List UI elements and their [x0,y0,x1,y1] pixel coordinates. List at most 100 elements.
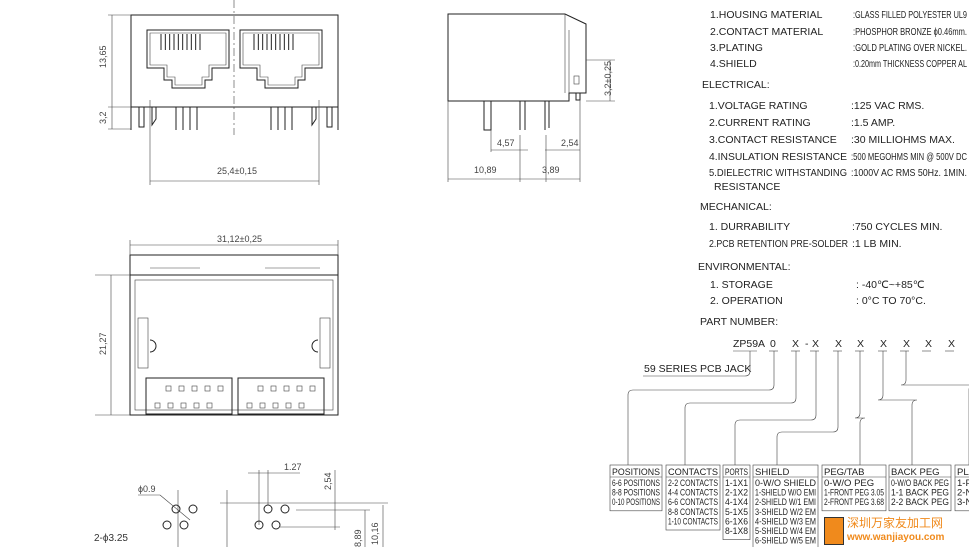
pin-hole [309,385,316,392]
spec-value: :GLASS FILLED POLYESTER UL9 [853,9,967,21]
specifications: MATERIAL 1.HOUSING MATERIAL :GLASS FILLED … [698,0,967,328]
pin-hole [296,385,303,392]
front-view: 13,65 3,2 25,4±0,15 [98,0,339,185]
dim-bottom-width: 31,12±0,25 [217,234,262,244]
dim-hole-dia: ϕ0.9 [138,484,156,494]
footprint-hole [188,504,198,514]
pin-hole [178,385,185,392]
side-view: 4,57 2,54 10,89 3,89 3,2±0,25 [447,13,615,182]
pin-hole [270,385,277,392]
spec-value: :125 VAC RMS. [851,100,924,112]
option-line: 2-1X2 [725,488,748,499]
part-code: X [948,338,955,350]
spec-label: 1.HOUSING MATERIAL [710,9,823,21]
option-line: 1-P [957,478,969,489]
pin-hole [217,385,224,392]
pin-hole [298,402,305,409]
option-line: 2-FRONT PEG 3.68 [824,497,884,508]
electrical-heading: ELECTRICAL: [702,79,770,91]
material-heading: MATERIAL [700,0,752,1]
spec-label: 1. STORAGE [710,279,773,291]
spec-value: :30 MILLIOHMS MAX. [851,134,955,146]
option-line: 8-1X8 [725,526,748,537]
pin-hole [285,402,292,409]
option-line: 4-1X4 [725,497,748,508]
option-box [665,464,721,531]
dim-side-d: 3,89 [542,165,560,175]
option-box [954,464,969,512]
watermark-logo-icon [824,517,844,545]
dim-side-a: 4,57 [497,138,515,148]
spec-value: : 0°C TO 70°C. [856,295,926,307]
option-line: 0-W/O PEG [824,478,874,489]
option-box [821,464,887,512]
spec-value: : -40℃~+85℃ [856,279,925,291]
pin-hole [257,385,264,392]
part-code: X [925,338,932,350]
part-code: 0 [770,338,776,350]
spec-label: 1.VOLTAGE RATING [709,100,808,112]
option-line: 5-SHIELD W/4 EM [755,526,816,537]
spec-label: 2.PCB RETENTION PRE-SOLDER [709,238,848,250]
dim-front-height: 13,65 [98,45,108,68]
dim-front-pin: 3,2 [98,111,108,124]
option-box-title: CONTACTS [668,467,718,478]
watermark-url: www.wanjiayou.com [847,532,945,543]
environmental-heading: ENVIRONMENTAL: [698,261,791,273]
pin-hole [167,402,174,409]
option-box-title: PLA [957,467,969,478]
bottom-view: 31,12±0,25 21,27 [95,234,339,416]
option-line: 4-SHIELD W/3 EM [755,516,816,527]
option-line: 6-6 POSITIONS [612,478,660,489]
option-line: 1-10 CONTACTS [668,516,718,527]
spec-value: :0.20mm THICKNESS COPPER AL [853,58,967,70]
part-code: X [835,338,842,350]
option-line: 6-6 CONTACTS [668,497,718,508]
footprint-hole [271,520,281,530]
option-line: 1-1 BACK PEG [891,488,949,499]
spec-label: 2.CURRENT RATING [709,117,811,129]
watermark: 深圳万家友加工网 www.wanjiayou.com [822,514,969,547]
option-line: 4-4 CONTACTS [668,488,718,499]
dim-row-pitch: 2,54 [323,472,333,490]
part-number-heading: PART NUMBER: [700,316,778,328]
spec-value: :1.5 AMP. [851,117,895,129]
part-code: X [857,338,864,350]
spec-label: 3.PLATING [710,42,763,54]
pin-hole [191,385,198,392]
spec-value: :PHOSPHOR BRONZE ϕ0.46mm. [853,26,967,38]
part-code: ZP59A [733,338,765,350]
option-line: 0-10 POSITIONS [612,497,660,508]
watermark-cn: 深圳万家友加工网 [847,516,944,530]
option-line: 8-8 POSITIONS [612,488,660,499]
option-box [609,464,663,512]
option-box [722,464,751,540]
option-line: 3-N [957,497,969,508]
jack-opening-right [239,29,323,89]
option-box-title: PEG/TAB [824,467,864,478]
part-code: X [880,338,887,350]
footprint-hole [280,504,290,514]
part-code: - [805,338,809,350]
spec-label: 2.CONTACT MATERIAL [710,26,823,38]
spec-value: :750 CYCLES MIN. [852,221,942,233]
option-box-title: SHIELD [755,467,789,478]
option-box [888,464,952,512]
part-code: X [812,338,819,350]
dim-mount-hole: 2-ϕ3.25 [94,533,128,544]
dim-side-h: 3,2±0,25 [603,61,613,96]
pcb-footprint: ϕ0.9 1.27 2,54 8,89 10,16 2-ϕ3.25 [94,462,388,547]
option-line: 2-2 BACK PEG [891,497,949,508]
pin-hole [272,402,279,409]
option-line: 1-1X1 [725,478,748,489]
option-box-title: POSITIONS [612,467,660,478]
pin-hole [204,385,211,392]
option-line: 3-SHIELD W/2 EM [755,507,816,518]
pin-hole [193,402,200,409]
spec-label: 5.DIELECTRIC WITHSTANDING [709,167,847,179]
pin-hole [165,385,172,392]
option-line: 1-FRONT PEG 3.05 [824,488,884,499]
dim-bottom-height: 21,27 [98,332,108,355]
